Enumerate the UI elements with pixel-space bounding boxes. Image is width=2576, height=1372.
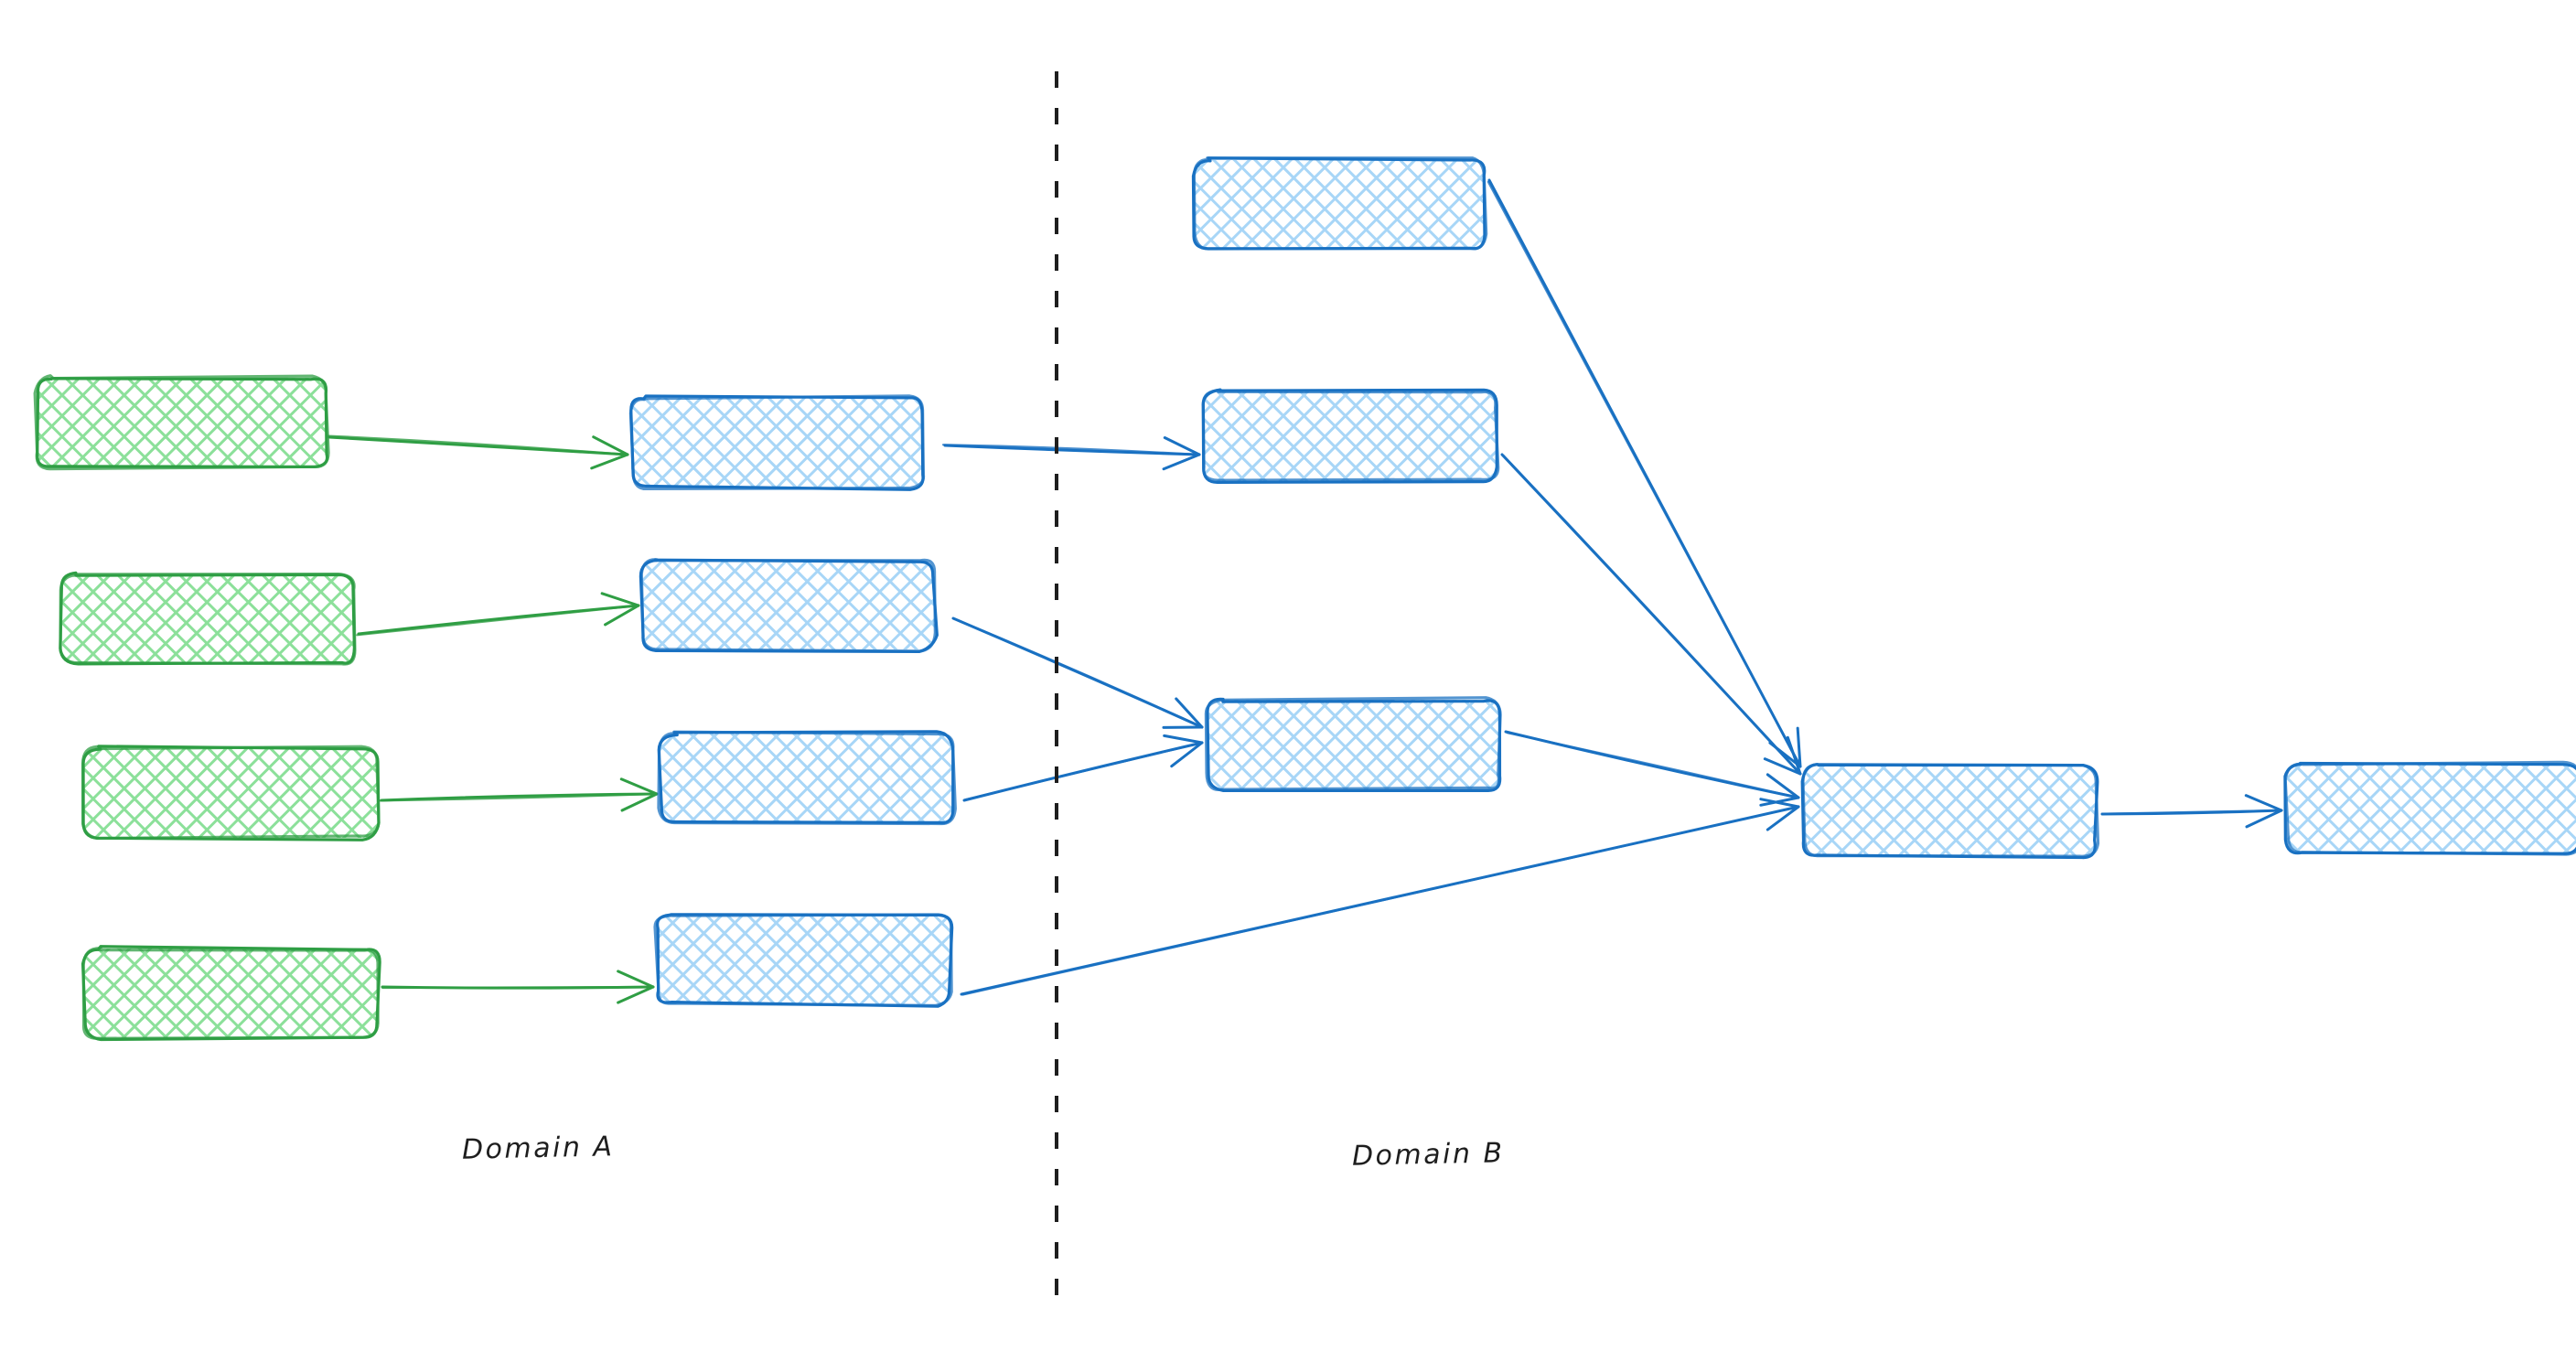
edge-bhub-to-bout-arrowhead bbox=[2244, 794, 2283, 812]
edge-green4-to-a4-arrowhead bbox=[617, 970, 655, 989]
edge-green4-to-a4[interactable] bbox=[381, 970, 655, 1004]
blue-node-b-hub[interactable] bbox=[1800, 763, 2100, 860]
edge-green1-to-a1-arrowhead bbox=[592, 435, 629, 456]
blue-node-b-upper-fill bbox=[1204, 391, 1497, 481]
green-node-3[interactable] bbox=[80, 745, 381, 841]
edge-a2-to-bmid-arrowhead bbox=[1175, 697, 1204, 729]
edge-green3-to-a3-arrowhead bbox=[619, 777, 659, 796]
blue-node-a1-outline bbox=[628, 394, 926, 490]
blue-node-b-output-fill bbox=[2287, 764, 2576, 853]
blue-node-a2-outline bbox=[639, 558, 937, 653]
blue-node-b-top[interactable] bbox=[1191, 156, 1488, 251]
domain-a-label: Domain A bbox=[461, 1131, 615, 1166]
edge-green1-to-a1-arrowhead bbox=[590, 453, 629, 470]
edge-a3-to-bmid-arrowhead bbox=[1163, 734, 1204, 745]
edge-bhub-to-bout-arrowhead bbox=[2245, 809, 2283, 829]
blue-node-b-output-outline bbox=[2283, 760, 2576, 856]
edge-bmid-to-bhub-arrowhead bbox=[1759, 796, 1800, 807]
blue-node-a1-fill bbox=[631, 398, 924, 488]
domain-b-label: Domain B bbox=[1351, 1137, 1505, 1173]
edge-green2-to-a2-arrowhead bbox=[600, 592, 640, 607]
edge-bmid-to-bhub-arrowhead bbox=[1766, 773, 1800, 799]
edge-bupper-to-bhub-arrowhead bbox=[1786, 735, 1802, 776]
edge-bupper-to-bhub-arrowhead bbox=[1763, 757, 1802, 776]
blue-node-a4-outline bbox=[653, 913, 953, 1007]
blue-node-a4[interactable] bbox=[653, 913, 954, 1008]
edge-btop-to-bhub-arrowhead bbox=[1796, 726, 1802, 768]
blue-node-b-hub-fill bbox=[1804, 766, 2097, 856]
blue-node-b-mid-outline bbox=[1204, 696, 1502, 791]
edge-a3-to-bmid[interactable] bbox=[962, 734, 1204, 802]
edge-a3-to-bmid-arrowhead bbox=[1170, 741, 1204, 768]
blue-node-b-mid-fill bbox=[1208, 700, 1500, 789]
edge-a4-to-bhub[interactable] bbox=[960, 798, 1800, 996]
green-node-4[interactable] bbox=[80, 945, 381, 1042]
edge-green2-to-a2[interactable] bbox=[356, 592, 640, 637]
edge-a1-to-btop-arrowhead bbox=[1163, 436, 1201, 456]
green-node-4-outline bbox=[81, 946, 380, 1040]
green-node-2-outline bbox=[59, 572, 357, 666]
edge-bhub-to-bout[interactable] bbox=[2100, 794, 2283, 829]
blue-node-a3-outline bbox=[657, 730, 957, 826]
green-node-2[interactable] bbox=[59, 571, 357, 666]
edge-a4-to-bhub-arrowhead bbox=[1766, 805, 1800, 831]
green-node-3-fill bbox=[84, 748, 377, 838]
edge-a1-to-btop[interactable] bbox=[941, 436, 1201, 471]
edge-green3-to-a3-arrowhead bbox=[620, 792, 659, 812]
blue-node-b-mid[interactable] bbox=[1204, 696, 1502, 793]
blue-node-b-top-outline bbox=[1192, 156, 1488, 251]
blue-node-b-hub-outline bbox=[1801, 763, 2100, 858]
edge-green3-to-a3[interactable] bbox=[379, 777, 659, 812]
blue-node-a3[interactable] bbox=[657, 730, 957, 826]
edge-green1-to-a1[interactable] bbox=[327, 434, 629, 470]
edge-a1-to-btop-arrowhead bbox=[1162, 453, 1201, 471]
edge-green2-to-a2-arrowhead bbox=[604, 604, 640, 627]
edge-btop-to-bhub[interactable] bbox=[1487, 178, 1802, 768]
blue-node-a2[interactable] bbox=[639, 558, 939, 653]
edge-layer bbox=[327, 178, 2283, 1004]
edge-a2-to-bmid[interactable] bbox=[951, 616, 1204, 729]
blue-node-b-output[interactable] bbox=[2283, 760, 2576, 856]
blue-node-b-top-fill bbox=[1195, 160, 1486, 250]
blue-node-a4-fill bbox=[657, 915, 951, 1004]
blue-node-b-upper[interactable] bbox=[1201, 388, 1500, 484]
edge-a4-to-bhub-arrowhead bbox=[1759, 798, 1800, 809]
green-node-3-outline bbox=[80, 745, 381, 841]
node-layer bbox=[33, 156, 2576, 1042]
green-node-2-fill bbox=[62, 574, 355, 664]
green-node-1-outline bbox=[33, 374, 330, 471]
blue-node-b-upper-outline bbox=[1201, 388, 1500, 482]
edge-bmid-to-bhub[interactable] bbox=[1504, 730, 1800, 807]
green-node-4-fill bbox=[84, 949, 379, 1038]
green-node-1-fill bbox=[37, 378, 327, 467]
green-node-1[interactable] bbox=[33, 374, 330, 471]
blue-node-a1[interactable] bbox=[628, 394, 926, 491]
edge-green4-to-a4-arrowhead bbox=[617, 985, 655, 1004]
blue-node-a2-fill bbox=[642, 560, 935, 649]
blue-node-a3-fill bbox=[660, 734, 953, 823]
edge-bupper-to-bhub[interactable] bbox=[1500, 453, 1802, 776]
